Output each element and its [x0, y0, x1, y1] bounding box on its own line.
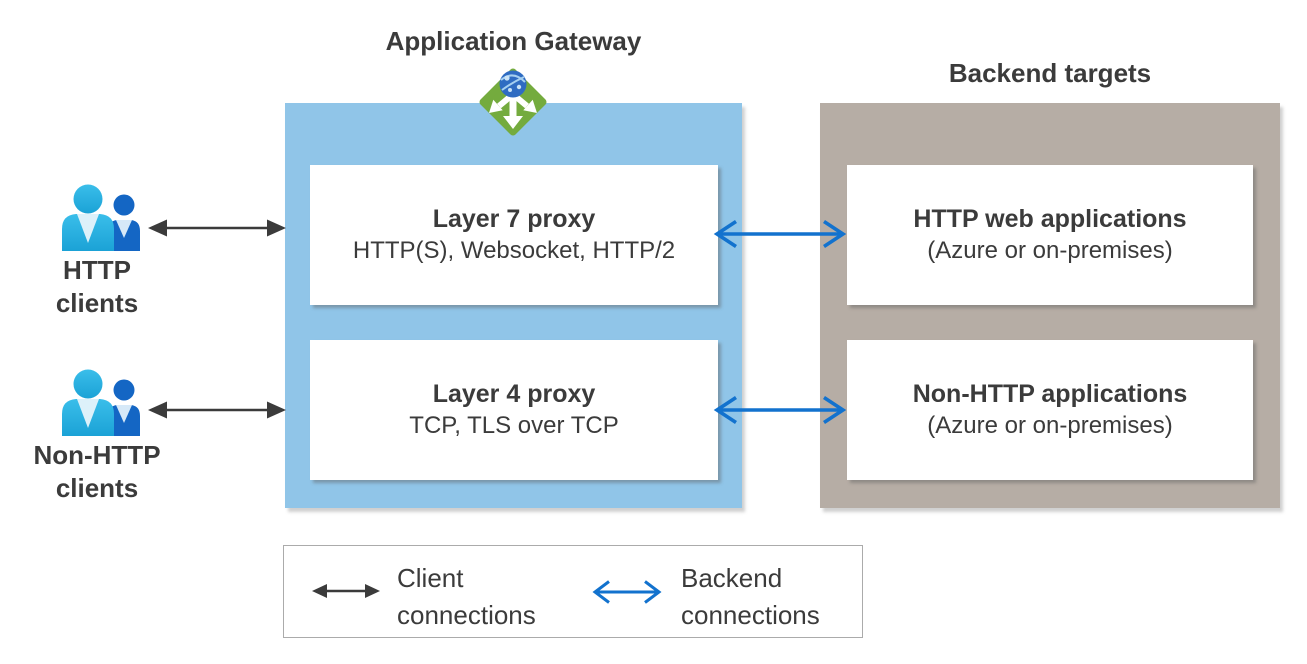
non-http-clients-users-icon: [62, 369, 140, 436]
legend-backend-connections-arrow-icon: [592, 580, 662, 604]
non-http-applications-box: Non-HTTP applications (Azure or on-premi…: [847, 340, 1253, 480]
http-web-applications-box: HTTP web applications (Azure or on-premi…: [847, 165, 1253, 305]
http-web-applications-subtitle: (Azure or on-premises): [927, 237, 1173, 264]
layer7-proxy-title: Layer 7 proxy: [432, 205, 596, 233]
http-clients-label: HTTP clients: [55, 255, 139, 318]
layer4-proxy-box: Layer 4 proxy TCP, TLS over TCP: [310, 340, 718, 480]
non-http-clients-label: Non-HTTP clients: [33, 440, 161, 503]
app-gateway-title: Application Gateway: [385, 26, 642, 56]
application-gateway-icon: [479, 68, 547, 136]
backend-connection-arrow-http: [713, 219, 847, 249]
http-clients-users-icon: [62, 184, 140, 251]
legend-client-connections-arrow-icon: [312, 584, 380, 598]
legend-backend-connections-label: Backend connections: [681, 563, 820, 630]
non-http-applications-subtitle: (Azure or on-premises): [927, 412, 1173, 439]
legend-box: [283, 545, 863, 638]
client-connection-arrow-non-http: [148, 401, 286, 419]
non-http-applications-title: Non-HTTP applications: [912, 380, 1188, 408]
layer7-proxy-protocols: HTTP(S), Websocket, HTTP/2: [352, 237, 676, 264]
client-connection-arrow-http: [148, 219, 286, 237]
http-web-applications-title: HTTP web applications: [913, 205, 1187, 233]
legend-client-connections-label: Client connections: [397, 563, 536, 630]
backend-connection-arrow-non-http: [713, 395, 847, 425]
backend-targets-title: Backend targets: [948, 58, 1152, 88]
layer7-proxy-box: Layer 7 proxy HTTP(S), Websocket, HTTP/2: [310, 165, 718, 305]
layer4-proxy-protocols: TCP, TLS over TCP: [409, 412, 619, 439]
layer4-proxy-title: Layer 4 proxy: [432, 380, 596, 408]
